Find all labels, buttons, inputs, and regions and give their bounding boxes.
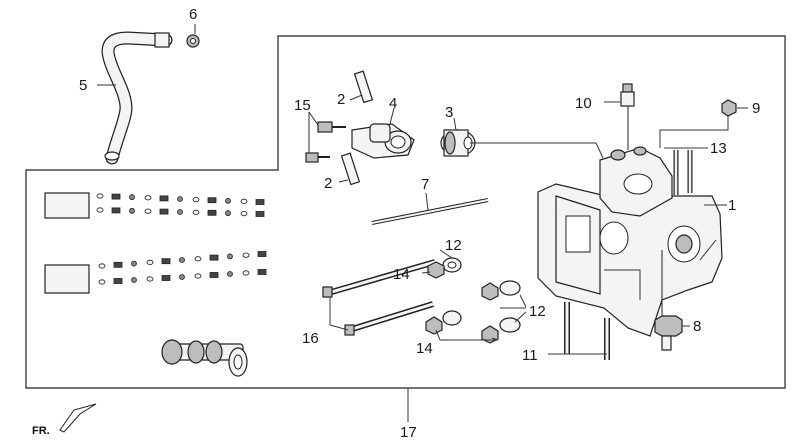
valve-part xyxy=(113,261,123,268)
drain-plug xyxy=(721,99,737,117)
hose-clip xyxy=(186,34,200,48)
callout-7: 7 xyxy=(421,176,429,193)
valve-part xyxy=(113,278,123,284)
valve-parts-group xyxy=(44,192,267,294)
valve-part xyxy=(111,207,121,214)
short-studs-bottom xyxy=(564,302,610,360)
bolt-upper xyxy=(317,121,346,133)
valve-part xyxy=(179,274,185,280)
valve-part xyxy=(209,254,219,261)
valve-part xyxy=(161,275,171,281)
valve-part xyxy=(225,210,231,217)
short-studs-top xyxy=(673,150,693,195)
valve-part xyxy=(240,211,248,217)
valve-part xyxy=(159,195,169,202)
valve-part xyxy=(146,259,154,265)
valve-part xyxy=(255,199,265,205)
valve-part xyxy=(146,276,154,282)
valve-part xyxy=(131,260,137,267)
front-label: FR. xyxy=(32,425,50,437)
front-arrow-icon xyxy=(59,403,97,433)
valve-part xyxy=(194,256,202,262)
valve-part xyxy=(257,251,267,257)
valve-part xyxy=(144,208,152,214)
valve-part xyxy=(177,196,183,202)
valve-part xyxy=(129,207,135,214)
valve-part xyxy=(111,193,121,200)
valve-part xyxy=(240,198,248,204)
valve-part xyxy=(192,209,200,215)
valve-part xyxy=(207,209,217,216)
valve-part xyxy=(227,271,233,277)
valve-part xyxy=(161,258,171,265)
callout-9: 9 xyxy=(752,100,760,117)
callout-2-upper: 2 xyxy=(337,91,345,108)
valve-part xyxy=(98,263,106,269)
valve-part xyxy=(131,277,137,283)
temperature-sensor xyxy=(620,83,635,150)
callout-1: 1 xyxy=(728,197,736,214)
callout-16: 16 xyxy=(302,330,319,347)
valve-part xyxy=(207,197,217,204)
valve-part xyxy=(194,273,202,279)
bolt-lower xyxy=(305,152,330,163)
valve-part xyxy=(227,253,233,260)
valve-part xyxy=(192,197,200,203)
callout-8: 8 xyxy=(693,318,701,335)
valve-part xyxy=(179,257,185,263)
stud-bolt-upper xyxy=(322,259,436,298)
valve-part xyxy=(242,270,250,276)
valve-part xyxy=(242,252,250,258)
callout-14-upper: 14 xyxy=(393,266,410,283)
thermostat-cover xyxy=(351,123,415,159)
long-stud xyxy=(371,198,489,225)
callout-12-lower: 12 xyxy=(529,303,546,320)
callout-2-lower: 2 xyxy=(324,175,332,192)
callout-13: 13 xyxy=(710,140,727,157)
breather-hose xyxy=(101,31,173,165)
valve-part xyxy=(177,209,183,215)
callout-12-upper: 12 xyxy=(445,237,462,254)
callout-15: 15 xyxy=(294,97,311,114)
dowel-pin-upper xyxy=(353,70,374,104)
valve-part xyxy=(98,279,106,285)
assembly-frame xyxy=(25,35,786,389)
spark-plug xyxy=(654,250,683,351)
valve-part xyxy=(96,193,104,199)
valve-part xyxy=(159,208,169,215)
valve-part xyxy=(96,207,104,213)
valve-part xyxy=(209,272,219,278)
valve-part xyxy=(255,211,265,217)
callout-6: 6 xyxy=(189,6,197,23)
valve-part xyxy=(144,195,152,201)
callout-10: 10 xyxy=(575,95,592,112)
camshaft xyxy=(161,339,248,377)
callout-3: 3 xyxy=(445,104,453,121)
thermostat xyxy=(440,129,476,157)
valve-part xyxy=(257,269,267,275)
callout-17: 17 xyxy=(400,424,417,440)
stud-bolt-lower xyxy=(344,301,434,336)
dowel-pin-lower xyxy=(340,152,361,186)
callout-4: 4 xyxy=(389,95,397,112)
callout-11: 11 xyxy=(522,347,538,364)
nut-washer-set xyxy=(425,257,521,344)
front-orientation-marker: FR. xyxy=(32,403,97,437)
valve-part xyxy=(225,197,231,204)
callout-14-lower: 14 xyxy=(416,340,433,357)
callout-5: 5 xyxy=(79,77,87,94)
cylinder-head xyxy=(537,146,723,337)
valve-part xyxy=(129,194,135,201)
